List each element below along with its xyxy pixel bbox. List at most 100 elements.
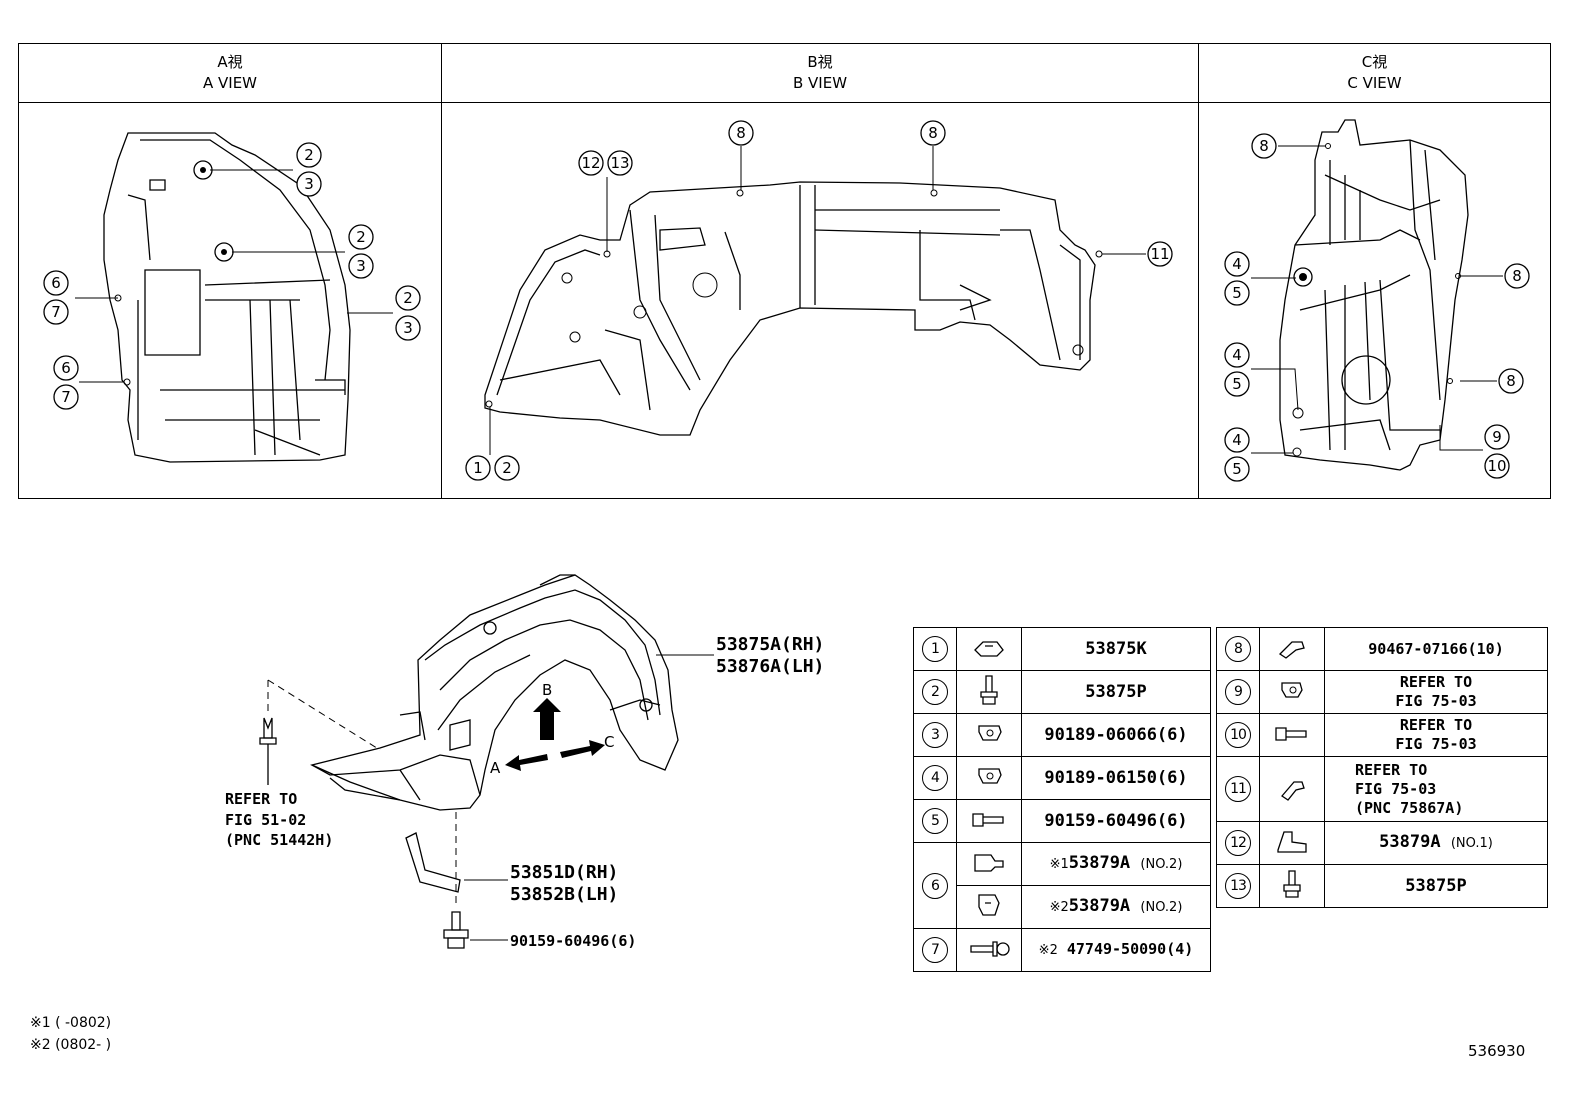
a-view-leaders <box>75 169 393 383</box>
part-number: 53875P <box>1324 864 1548 908</box>
nut-clip-icon <box>1259 821 1325 865</box>
a-view-panel: A視 A VIEW <box>19 44 442 498</box>
push-rivet-icon <box>956 928 1022 972</box>
clip-icon <box>956 842 1022 886</box>
bracket-drawing <box>405 832 461 893</box>
table-row: 4 90189-06150(6) <box>913 756 1211 800</box>
c-view-large-hole <box>1341 355 1391 405</box>
a-callout: 6 <box>61 359 71 377</box>
b-callout: 2 <box>502 459 512 477</box>
note-mark: ※1 <box>1049 857 1069 872</box>
part-index: 10 <box>1225 722 1251 748</box>
c-view-title-en: C VIEW <box>1347 74 1402 92</box>
footnote-2: ※2 (0802- ) <box>30 1037 112 1053</box>
b-view-panel: B視 B VIEW <box>442 44 1199 498</box>
a-view-title-en: A VIEW <box>202 74 258 92</box>
figure-number: 536930 <box>1468 1042 1526 1060</box>
part-suffix: (NO.2) <box>1140 857 1183 872</box>
a-callout: 3 <box>356 257 366 275</box>
part-index: 5 <box>922 808 948 834</box>
c-view-leaders <box>1251 145 1503 454</box>
part-index: 11 <box>1225 776 1251 802</box>
main-leaders <box>464 654 714 941</box>
c-view-screw-center <box>1299 273 1307 281</box>
a-callout: 7 <box>61 388 71 406</box>
footnote-1: ※1 ( -0802) <box>30 1015 112 1031</box>
liner-hole <box>483 621 497 635</box>
clip-refer-line1: REFER TO <box>225 790 297 808</box>
part-number: 90189-06150(6) <box>1021 756 1211 800</box>
clip-icon <box>956 885 1022 929</box>
refer-line: (PNC 75867A) <box>1355 798 1464 817</box>
arrow-b-label: B <box>542 681 552 699</box>
bolt-icon <box>956 799 1022 843</box>
table-row: 12 53879A (NO.1) <box>1216 821 1548 865</box>
a-callout: 2 <box>356 228 366 246</box>
c-callout: 10 <box>1487 457 1506 475</box>
part-number: 53875K <box>1021 627 1211 671</box>
c-view-clip-hole <box>1325 143 1331 149</box>
liner-rh-part-number: 53875A(RH) <box>716 634 824 655</box>
table-row: 7 ※2 47749-50090(4) <box>913 928 1211 972</box>
part-index: 7 <box>922 937 948 963</box>
refer-line: FIG 75-03 <box>1355 779 1437 798</box>
refer-line: REFER TO <box>1399 716 1473 734</box>
b-callout: 11 <box>1150 245 1169 263</box>
screw-icon <box>1259 713 1325 757</box>
part-index: 9 <box>1225 679 1251 705</box>
part-index: 6 <box>922 872 948 899</box>
a-callout: 3 <box>304 175 314 193</box>
table-row: 6 ※153879A (NO.2) <box>913 842 1211 929</box>
c-view-header: C視 C VIEW <box>1199 44 1550 103</box>
bracket-lh-part-number: 53852B(LH) <box>510 884 618 905</box>
c-callout: 5 <box>1232 284 1242 302</box>
part-suffix: (NO.1) <box>1450 836 1493 851</box>
a-view-title-jp: A視 <box>217 53 243 71</box>
a-view-clip-hole <box>123 378 131 386</box>
c-callout: 4 <box>1232 255 1242 273</box>
note-mark: ※2 <box>1049 900 1069 915</box>
bracket-rh-part-number: 53851D(RH) <box>510 862 618 883</box>
bolt-drawing <box>443 911 469 949</box>
part-index: 13 <box>1225 873 1251 899</box>
part-number-text: 47749-50090(4) <box>1066 940 1194 958</box>
b-callout: 13 <box>610 154 629 172</box>
refer-line: FIG 75-03 <box>1395 692 1477 710</box>
part-index: 12 <box>1225 830 1251 856</box>
part-number-text: 53879A <box>1379 832 1441 852</box>
fender-liner-drawing <box>310 574 679 811</box>
b-view-header: B視 B VIEW <box>442 44 1198 103</box>
a-view-screw-center <box>221 249 227 255</box>
views-frame: A視 A VIEW B視 B VIEW C視 C VIEW <box>18 43 1551 499</box>
screw-icon <box>1259 864 1325 908</box>
b-view-liner-outline <box>484 181 1096 436</box>
b-view-title-jp: B視 <box>807 53 833 71</box>
refer-line: REFER TO <box>1355 760 1428 779</box>
table-row: 8 90467-07166(10) <box>1216 627 1548 671</box>
refer-line: FIG 75-03 <box>1395 735 1477 753</box>
refer-line: REFER TO <box>1399 673 1473 691</box>
part-index: 1 <box>922 636 948 662</box>
a-callout: 6 <box>51 274 61 292</box>
part-number: 53879A <box>1068 896 1131 916</box>
part-index: 2 <box>922 679 948 705</box>
table-row: 2 53875P <box>913 670 1211 714</box>
part-number: 53875P <box>1021 670 1211 714</box>
part-number: 53879A <box>1068 853 1131 873</box>
b-view-title-en: B VIEW <box>792 74 848 92</box>
c-view-liner-outline <box>1279 119 1469 471</box>
b-callout: 8 <box>736 124 746 142</box>
a-view-liner-outline <box>103 132 351 463</box>
a-view-header: A視 A VIEW <box>19 44 441 103</box>
a-callout: 7 <box>51 303 61 321</box>
part-number: 53879A (NO.1) <box>1324 821 1548 865</box>
clip-refer-line2: FIG 51-02 <box>225 811 306 829</box>
part-number: 90189-06066(6) <box>1021 713 1211 757</box>
c-view-title-jp: C視 <box>1361 53 1388 71</box>
